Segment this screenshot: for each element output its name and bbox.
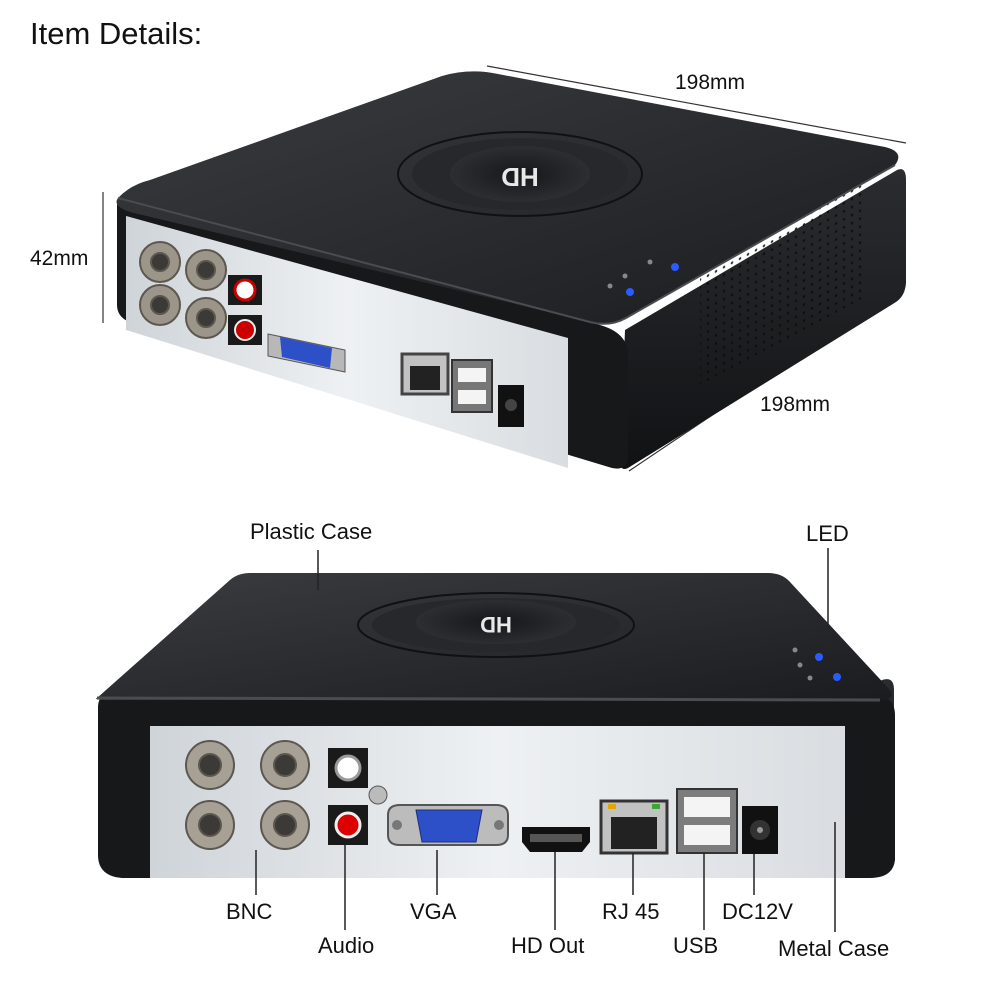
width-dimension-line	[486, 65, 907, 144]
width-dimension-label: 198mm	[675, 71, 746, 94]
dvr-bottom-view: HD	[96, 548, 895, 932]
led-indicator	[671, 263, 679, 271]
metal-back-panel	[150, 726, 845, 878]
led-label: LED	[806, 521, 849, 546]
bottom-badge-text: HD	[480, 612, 512, 637]
hd-out-label: HD Out	[511, 933, 585, 958]
page-title: Item Details:	[30, 16, 203, 51]
audio-label: Audio	[318, 933, 375, 958]
bnc-connectors-top	[139, 241, 227, 339]
vga-port	[387, 804, 509, 846]
dvr-top-view: HD	[102, 65, 907, 472]
rj45-label: RJ 45	[602, 899, 660, 924]
depth-dimension-label: 198mm	[760, 393, 831, 416]
callout-lines	[255, 548, 836, 932]
bnc-label: BNC	[226, 899, 273, 924]
height-dimension-label: 42mm	[30, 247, 89, 270]
rj45-port	[599, 799, 669, 855]
led-indicator	[833, 673, 841, 681]
plastic-case-label: Plastic Case	[250, 519, 373, 544]
metal-case-label: Metal Case	[778, 936, 890, 961]
led-indicator	[626, 288, 634, 296]
hdmi-port	[522, 827, 590, 852]
led-indicator	[815, 653, 823, 661]
dc-power-port	[742, 806, 778, 854]
top-badge-text: HD	[501, 162, 539, 192]
dc12v-label: DC12V	[722, 899, 793, 924]
usb-label: USB	[673, 933, 719, 958]
audio-connectors	[328, 748, 388, 845]
usb-ports	[676, 788, 738, 854]
bnc-connectors	[185, 740, 310, 850]
vga-label: VGA	[410, 899, 457, 924]
